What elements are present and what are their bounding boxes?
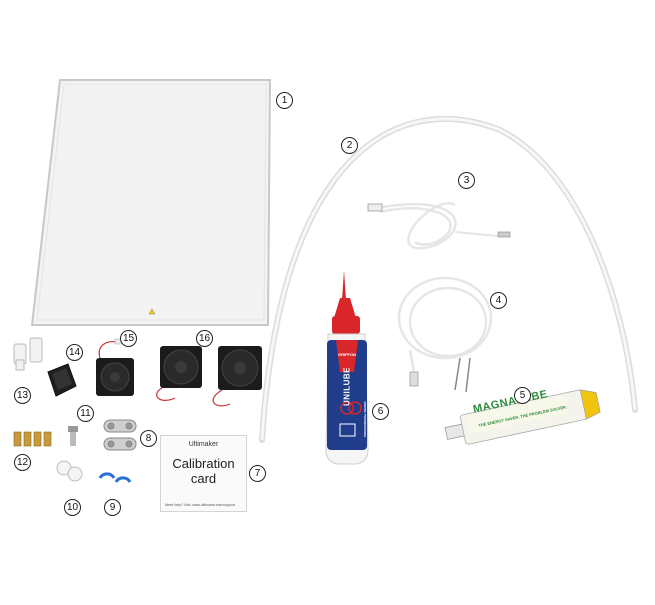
callout-3: 3	[458, 172, 475, 189]
callout-8: 8	[140, 430, 157, 447]
grease-tube	[444, 389, 601, 445]
callout-6: 6	[372, 403, 389, 420]
heater-cartridge-cable	[397, 276, 493, 393]
blue-clips	[98, 472, 132, 483]
bottle-side-text: PROFESSIONAL SERIES	[363, 401, 367, 437]
card-title: Calibration card	[161, 456, 246, 486]
calibration-card: Ultimaker Calibration card Need help? Vi…	[160, 435, 247, 512]
callout-12: 12	[14, 454, 31, 471]
card-brand: Ultimaker	[188, 441, 219, 448]
callout-16: 16	[196, 330, 213, 347]
small-fan	[96, 338, 134, 396]
callout-11: 11	[77, 405, 94, 422]
callout-10: 10	[64, 499, 81, 516]
callout-7: 7	[249, 465, 266, 482]
cooling-fans	[156, 346, 262, 407]
card-title-line2: card	[190, 471, 217, 486]
brass-nozzles	[13, 431, 52, 447]
callout-4: 4	[490, 292, 507, 309]
callout-9: 9	[104, 499, 121, 516]
temperature-sensor-cable	[367, 202, 511, 250]
callout-14: 14	[66, 344, 83, 361]
lube-bottle	[325, 270, 369, 465]
screw	[68, 426, 78, 446]
callout-13: 13	[14, 387, 31, 404]
metal-brackets	[103, 419, 137, 451]
callout-1: 1	[276, 92, 293, 109]
callout-5: 5	[514, 387, 531, 404]
nozzle-spacers	[13, 337, 43, 371]
bottle-product: UNILUBE	[342, 366, 352, 407]
bottle-brand: GRIFFON	[338, 352, 356, 357]
nozzle-cover-part	[47, 363, 77, 397]
callout-15: 15	[120, 330, 137, 347]
white-couplers	[56, 460, 83, 482]
callout-2: 2	[341, 137, 358, 154]
glass-plate	[30, 79, 272, 326]
card-title-line1: Calibration	[172, 456, 235, 471]
card-footer: Need help? Visit: www.ultimaker.com/supp…	[165, 503, 235, 507]
